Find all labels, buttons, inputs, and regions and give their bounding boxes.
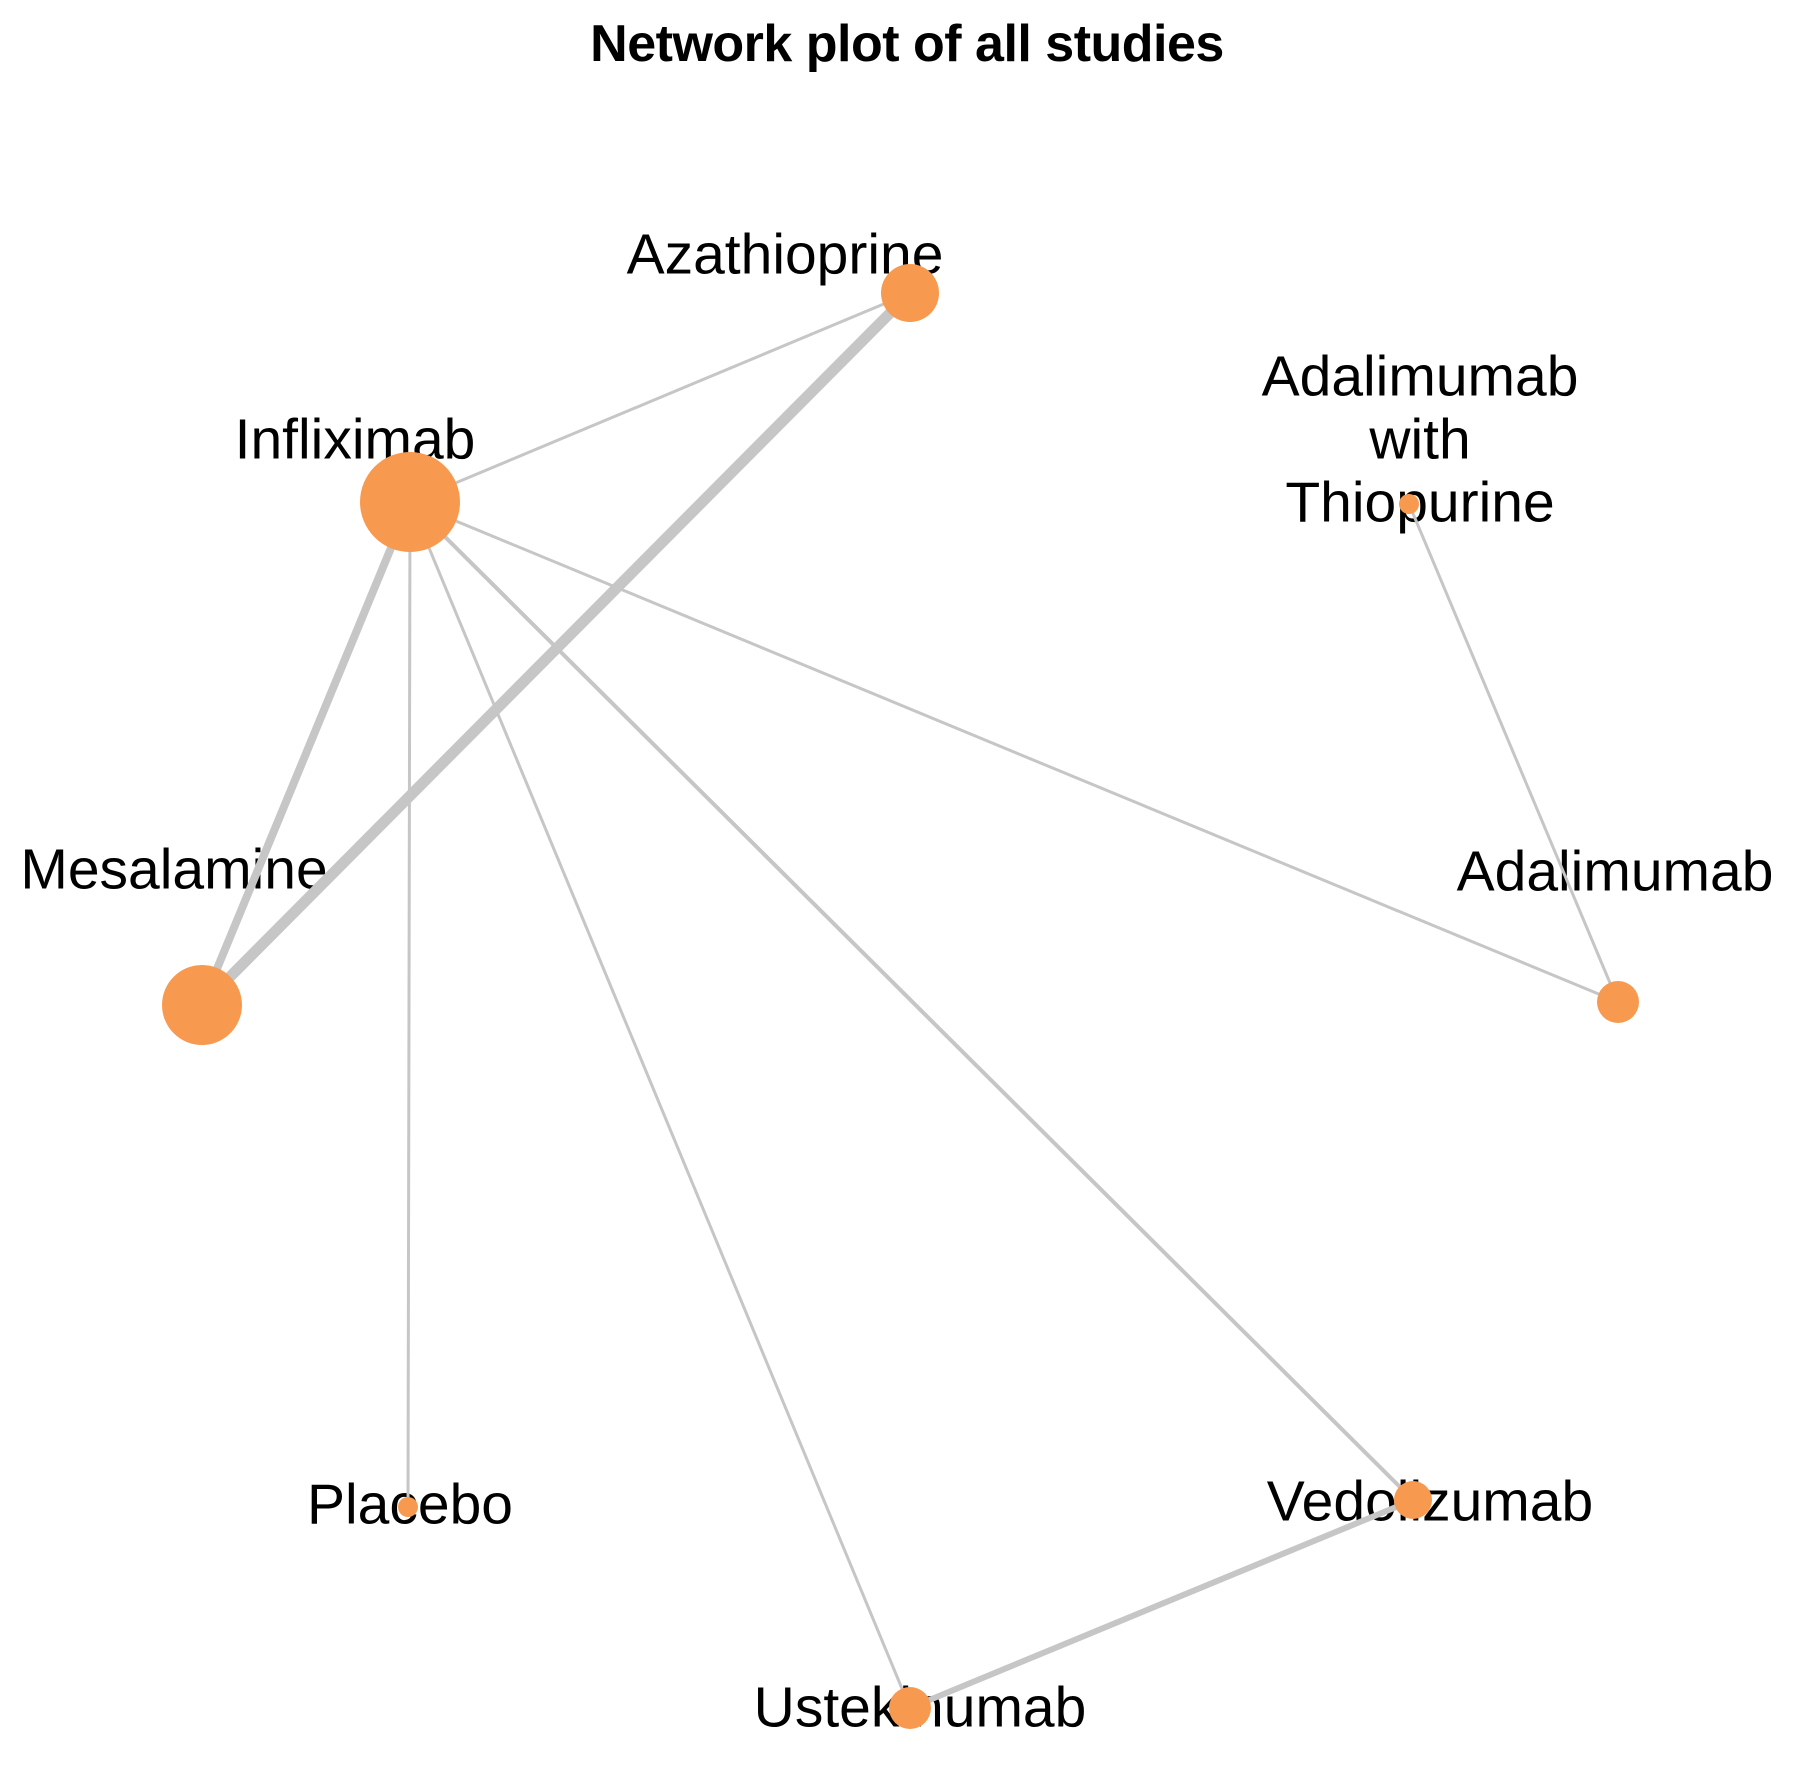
node-placebo[interactable] <box>398 1497 418 1517</box>
node-adalimumab_with_thiopurine[interactable] <box>1399 494 1419 514</box>
edge-infliximab-mesalamine <box>198 500 414 1007</box>
node-azathioprine[interactable] <box>881 264 939 322</box>
edge-infliximab-azathioprine <box>409 291 911 504</box>
page-title: Network plot of all studies <box>590 15 1224 73</box>
node-mesalamine[interactable] <box>162 965 242 1045</box>
node-adalimumab[interactable] <box>1597 981 1639 1023</box>
edge-infliximab-vedolizumab <box>408 500 1415 1502</box>
node-infliximab[interactable] <box>360 452 460 552</box>
edge-infliximab-placebo <box>406 501 412 1508</box>
nodes-layer <box>162 264 1639 1729</box>
edge-adalimumab_with_thiopurine-adalimumab <box>1407 503 1620 1003</box>
edges-layer <box>198 289 1620 1711</box>
node-vedolizumab[interactable] <box>1394 1481 1432 1519</box>
node-ustekinumab[interactable] <box>889 1687 931 1729</box>
edge-infliximab-ustekinumab <box>408 501 912 1709</box>
edge-infliximab-adalimumab <box>409 500 1619 1004</box>
edge-vedolizumab-ustekinumab <box>908 1497 1415 1711</box>
